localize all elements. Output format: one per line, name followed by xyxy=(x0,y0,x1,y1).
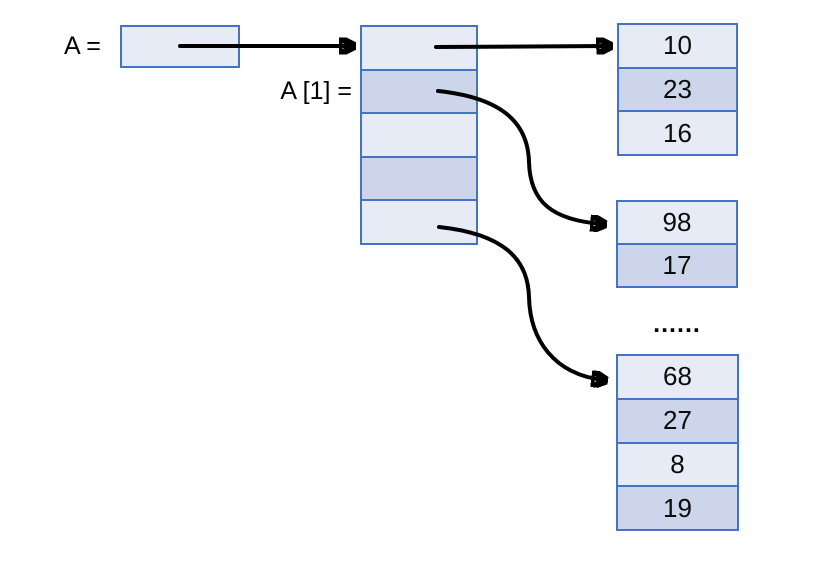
pointer-array-cell xyxy=(362,155,476,200)
value-cell: 68 xyxy=(618,356,737,398)
value-cell: 27 xyxy=(618,397,737,442)
value-cell: 19 xyxy=(618,485,737,529)
value-cell: 23 xyxy=(619,66,736,111)
label-a: A = xyxy=(64,32,101,60)
value-cell: 17 xyxy=(618,243,736,286)
pointer-array-cell xyxy=(362,112,476,156)
label-a1: A [1] = xyxy=(280,77,352,105)
pointer-box-a xyxy=(120,25,240,68)
pointer-array-cell xyxy=(362,27,476,69)
value-cell: 10 xyxy=(619,25,736,67)
arrow-curve-icon-pointer4-to-third-array xyxy=(437,225,603,380)
pointer-box-cell xyxy=(122,27,238,66)
value-cell: 8 xyxy=(618,441,737,486)
value-cell: 16 xyxy=(619,110,736,155)
pointer-array-cell xyxy=(362,68,476,113)
value-cell: 98 xyxy=(618,202,736,243)
ellipsis-text: ...... xyxy=(653,310,701,338)
pointer-array xyxy=(360,25,478,245)
pointer-array-cell xyxy=(362,199,476,243)
